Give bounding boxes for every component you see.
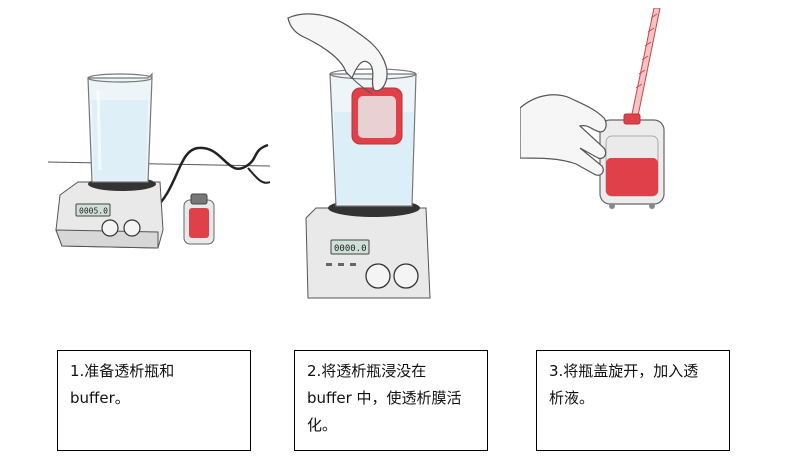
- dialysate-liquid: [606, 158, 658, 196]
- magnetic-stirrer-icon: 0000.0: [305, 199, 431, 299]
- step-2-scene: 0000.0: [287, 13, 431, 299]
- heat-knob: [393, 263, 419, 289]
- step-1-scene: 0005.0: [48, 72, 270, 249]
- beaker-liquid: [92, 100, 148, 180]
- step-1-illustration: 0005.0: [48, 70, 270, 260]
- dialysis-bottle-icon: [351, 87, 403, 145]
- bottle-neck: [623, 113, 641, 125]
- step-1-caption: 1.准备透析瓶和 buffer。: [57, 350, 251, 451]
- dialysis-bottle-icon: [599, 113, 665, 209]
- display-reading: 0005.0: [79, 207, 108, 216]
- step-2-illustration: 0000.0: [286, 8, 444, 300]
- gloved-hand-icon: [520, 94, 607, 176]
- bottle-cap: [190, 193, 208, 205]
- lcd-display: [330, 239, 370, 255]
- step-3-scene: [520, 8, 665, 209]
- gloved-hand-icon: [287, 13, 388, 95]
- speed-knob: [365, 263, 391, 289]
- membrane-window: [358, 96, 396, 138]
- heat-knob: [123, 219, 141, 237]
- speed-knob: [101, 219, 119, 237]
- dialysis-bottle-icon: [183, 193, 215, 245]
- red-membrane: [189, 208, 209, 238]
- display-reading: 0000.0: [334, 244, 367, 254]
- step-2-caption: 2.将透析瓶浸没在 buffer 中，使透析膜活 化。: [294, 350, 488, 451]
- power-cable: [152, 143, 269, 211]
- cable-plug: [247, 167, 270, 184]
- magnetic-stirrer-icon: 0005.0: [55, 177, 164, 249]
- step-3-caption: 3.将瓶盖旋开，加入透 析液。: [536, 350, 730, 451]
- lcd-display: [75, 203, 111, 217]
- pipette-icon: [631, 8, 661, 117]
- table-edge-line: [48, 161, 270, 167]
- step-3-illustration: [520, 8, 732, 296]
- glass-beaker-icon: [87, 72, 153, 183]
